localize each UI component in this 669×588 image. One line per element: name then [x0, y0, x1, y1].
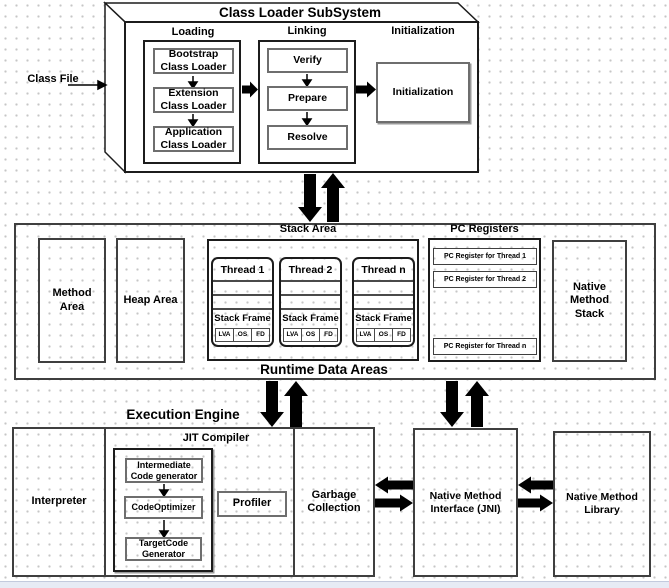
stack-area-label: Stack Area: [279, 223, 337, 235]
thread-1-row: [213, 282, 272, 296]
execution-engine-title: Execution Engine: [126, 407, 240, 422]
pc-register-thread-n-box: PC Register for Thread n: [433, 338, 537, 355]
thread-2-row: [281, 296, 340, 311]
pc-register-thread-1-box: PC Register for Thread 1: [433, 248, 537, 265]
thin-arrows: [68, 74, 313, 539]
heap-area-box: Heap Area: [116, 238, 185, 363]
pc-registers-label: PC Registers: [450, 223, 519, 235]
loading-to-linking-arrow: [242, 81, 258, 98]
thread-n-row: [354, 296, 413, 311]
lva-cell: LVA: [216, 328, 234, 341]
thread-n-stack-frame-label: Stack Frame: [355, 313, 412, 325]
runtime-data-areas-box: [14, 223, 656, 380]
extension-class-loader-box: Extension Class Loader: [153, 87, 234, 113]
verify-box: Verify: [267, 48, 348, 73]
classloader-to-runtime-down-arrow: [298, 174, 322, 222]
thread-2-frame-cells: LVA OS FD: [283, 327, 338, 342]
classloader-title: Class Loader SubSystem: [218, 5, 382, 20]
linking-to-initialization-arrow: [356, 81, 376, 98]
fd-cell: FD: [256, 331, 265, 339]
jni-to-garbage-left-arrow: [375, 476, 413, 494]
thread-2-box: Thread 2 Stack Frame LVA OS FD: [279, 257, 342, 347]
method-area-box: Method Area: [38, 238, 106, 363]
thread-1-box: Thread 1 Stack Frame LVA OS FD: [211, 257, 274, 347]
class-file-label: Class File: [27, 73, 79, 85]
initialization-section-label: Initialization: [391, 25, 455, 37]
fd-cell: FD: [397, 331, 406, 339]
verify-to-prepare-arrow: [301, 74, 313, 88]
prepare-box: Prepare: [267, 86, 348, 111]
classfile-arrow: [68, 79, 108, 91]
os-cell: OS: [375, 328, 393, 341]
interpreter-jit-divider: [104, 427, 106, 577]
engine-to-runtime-up-arrow: [284, 381, 308, 427]
fd-cell: FD: [324, 331, 333, 339]
application-class-loader-box: Application Class Loader: [153, 126, 234, 152]
pc-register-thread-2-box: PC Register for Thread 2: [433, 271, 537, 288]
thread-n-box: Thread n Stack Frame LVA OS FD: [352, 257, 415, 347]
jit-compiler-box: [113, 448, 213, 572]
intermediate-to-optimizer-arrow: [158, 484, 170, 498]
native-method-interface-box: Native Method Interface (JNI): [413, 428, 518, 577]
resolve-box: Resolve: [267, 125, 348, 150]
thread-n-row: [354, 282, 413, 296]
thread-2-stack-frame-label: Stack Frame: [282, 313, 339, 325]
runtime-data-areas-title: Runtime Data Areas: [260, 362, 388, 377]
code-optimizer-box: CodeOptimizer: [124, 496, 203, 519]
jni-to-runtime-up-arrow: [465, 381, 489, 427]
os-cell: OS: [302, 328, 320, 341]
garbage-collection-box: Garbage Collection: [293, 427, 375, 577]
bottom-strip: [0, 581, 669, 588]
loading-section-box: [143, 40, 241, 164]
thread-n-frame-cells: LVA OS FD: [356, 327, 411, 342]
thread-1-row: [213, 296, 272, 311]
runtime-to-jni-down-arrow: [440, 381, 464, 427]
linking-section-label: Linking: [287, 25, 327, 37]
lva-cell: LVA: [284, 328, 302, 341]
lva-cell: LVA: [357, 328, 375, 341]
intermediate-code-generator-box: Intermediate Code generator: [125, 458, 203, 483]
runtime-to-classloader-up-arrow: [321, 173, 345, 222]
garbage-to-jni-right-arrow: [375, 494, 413, 512]
linking-section-box: [258, 40, 356, 164]
thread-1-title: Thread 1: [213, 259, 272, 283]
runtime-to-engine-down-arrow: [260, 381, 284, 427]
jni-to-library-right-arrow: [518, 494, 553, 512]
prepare-to-resolve-arrow: [301, 112, 313, 127]
thread-2-title: Thread 2: [281, 259, 340, 283]
thread-2-row: [281, 282, 340, 296]
target-code-generator-box: TargetCode Generator: [125, 537, 202, 561]
initialization-box: Initialization: [376, 62, 470, 123]
thick-arrows: [242, 81, 553, 512]
native-method-library-box: Native Method Library: [553, 431, 651, 577]
thread-1-frame-cells: LVA OS FD: [215, 327, 270, 342]
stack-area-box: [207, 239, 419, 361]
library-to-jni-left-arrow: [518, 476, 553, 494]
native-method-stack-box: Native Method Stack: [552, 240, 627, 362]
extension-to-application-arrow: [187, 114, 199, 128]
os-cell: OS: [234, 328, 252, 341]
pc-registers-box: [428, 238, 541, 362]
bootstrap-to-extension-arrow: [187, 76, 199, 90]
thread-1-stack-frame-label: Stack Frame: [214, 313, 271, 325]
profiler-box: Profiler: [217, 491, 287, 517]
classloader-3d-box: [103, 1, 480, 174]
loading-section-label: Loading: [171, 26, 215, 38]
interpreter-section: Interpreter: [31, 495, 87, 508]
optimizer-to-target-arrow: [158, 520, 170, 539]
thread-n-title: Thread n: [354, 259, 413, 283]
jit-compiler-label: JIT Compiler: [182, 432, 250, 444]
bootstrap-class-loader-box: Bootstrap Class Loader: [153, 48, 234, 74]
